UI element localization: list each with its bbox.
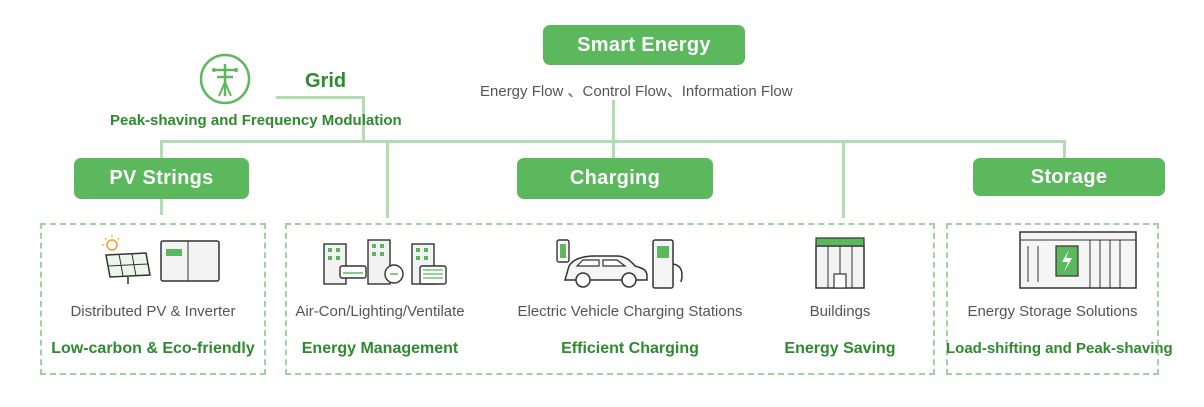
- hvac-branch-line: [386, 140, 389, 218]
- storage-container-icon: [1016, 226, 1142, 299]
- buildings-item-benefit: Energy Saving: [784, 340, 896, 357]
- storage-item-benefit: Load-shifting and Peak-shaving: [946, 340, 1173, 357]
- grid-connector-vertical: [362, 97, 365, 142]
- storage-box: [946, 223, 1159, 375]
- storage-branch-line: [1063, 140, 1066, 160]
- storage-item-label: Energy Storage Solutions: [967, 303, 1138, 320]
- hvac-item-benefit: Energy Management: [301, 340, 459, 357]
- storage-header: Storage: [973, 158, 1165, 196]
- middle-box: [285, 223, 935, 375]
- pv-branch-line: [160, 140, 163, 158]
- pv-strings-header: PV Strings: [74, 158, 249, 199]
- building-icon: [812, 234, 870, 297]
- pv-drop-line: [160, 199, 163, 215]
- ev-item-label: Electric Vehicle Charging Stations: [517, 303, 743, 320]
- hvac-item-label: Air-Con/Lighting/Ventilate: [295, 303, 465, 320]
- grid-connector-horizontal: [276, 96, 365, 99]
- pv-item-benefit: Low-carbon & Eco-friendly: [51, 340, 255, 357]
- solar-inverter-icon: [98, 233, 228, 290]
- flows-subtitle: Energy Flow 、Control Flow、Information Fl…: [480, 83, 793, 100]
- pv-item-label: Distributed PV & Inverter: [70, 303, 236, 320]
- grid-label: Grid: [305, 70, 347, 92]
- grid-caption: Peak-shaving and Frequency Modulation: [110, 112, 402, 129]
- building-appliances-icon: [322, 238, 450, 293]
- power-pole-icon: [198, 52, 252, 111]
- charging-header: Charging: [517, 158, 713, 199]
- buildings-item-label: Buildings: [809, 303, 871, 320]
- ev-charger-icon: [555, 234, 690, 297]
- buildings-branch-line: [842, 140, 845, 218]
- trunk-line-vertical: [612, 100, 615, 142]
- pv-strings-box: [40, 223, 266, 375]
- charging-branch-line: [612, 140, 615, 158]
- smart-energy-title: Smart Energy: [543, 25, 745, 65]
- ev-item-benefit: Efficient Charging: [561, 340, 699, 357]
